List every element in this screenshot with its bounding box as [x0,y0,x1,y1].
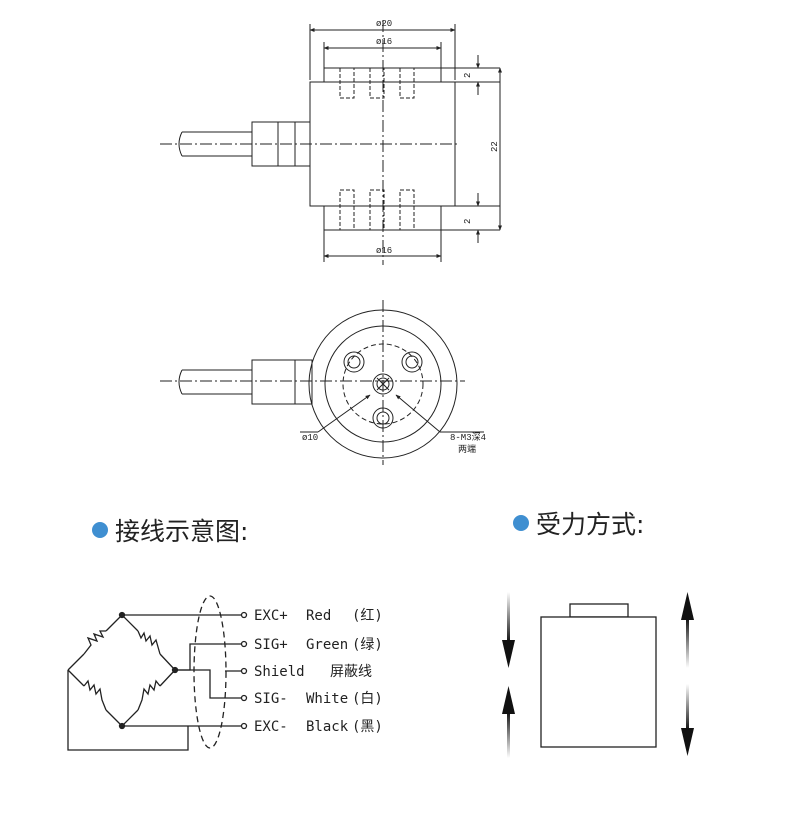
wiring-diagram-title: 接线示意图: [115,517,248,546]
wire-sig-minus-code: SIG- [254,691,288,707]
force-arrow-up-left-icon [502,686,515,758]
wire-exc-plus-code: EXC+ [254,608,288,624]
loading-method-title: 受力方式: [536,510,644,539]
thread-both-ends: 两端 [458,443,476,455]
wire-exc-minus-color: Black [306,719,349,735]
front-view [160,20,502,265]
bridge-circuit [67,595,248,751]
thread-spec: 8-M3深4 [450,432,486,443]
wire-sig-plus-cn: (绿) [352,637,383,653]
dim-h2-top: 2 [463,73,473,78]
top-view [160,300,484,465]
wire-exc-minus-cn: (黑) [352,719,383,735]
dim-d10: ø10 [302,433,318,443]
wire-sig-minus-cn: (白) [352,691,383,707]
bullet-icon [513,515,529,531]
force-arrow-up-right-icon [681,592,694,668]
dim-h2-bottom: 2 [463,219,473,224]
bullet-icon [92,522,108,538]
wire-sig-plus-code: SIG+ [254,637,288,653]
dim-d20: ø20 [376,19,392,29]
dim-d16-bottom: ø16 [376,246,392,256]
wire-exc-minus-code: EXC- [254,719,288,735]
dim-h22: 22 [490,141,500,152]
load-cell-block [540,603,657,748]
wire-exc-plus-cn: (红) [352,608,383,624]
wire-shield-cn: 屏蔽线 [330,664,372,680]
force-arrow-down-left-icon [502,592,515,668]
dim-d16-top: ø16 [376,37,392,47]
force-arrow-down-right-icon [681,684,694,756]
wire-sig-plus-color: Green [306,637,348,653]
wire-sig-minus-color: White [306,691,348,707]
wire-exc-plus-color: Red [306,608,331,624]
wire-shield-code: Shield [254,664,305,680]
